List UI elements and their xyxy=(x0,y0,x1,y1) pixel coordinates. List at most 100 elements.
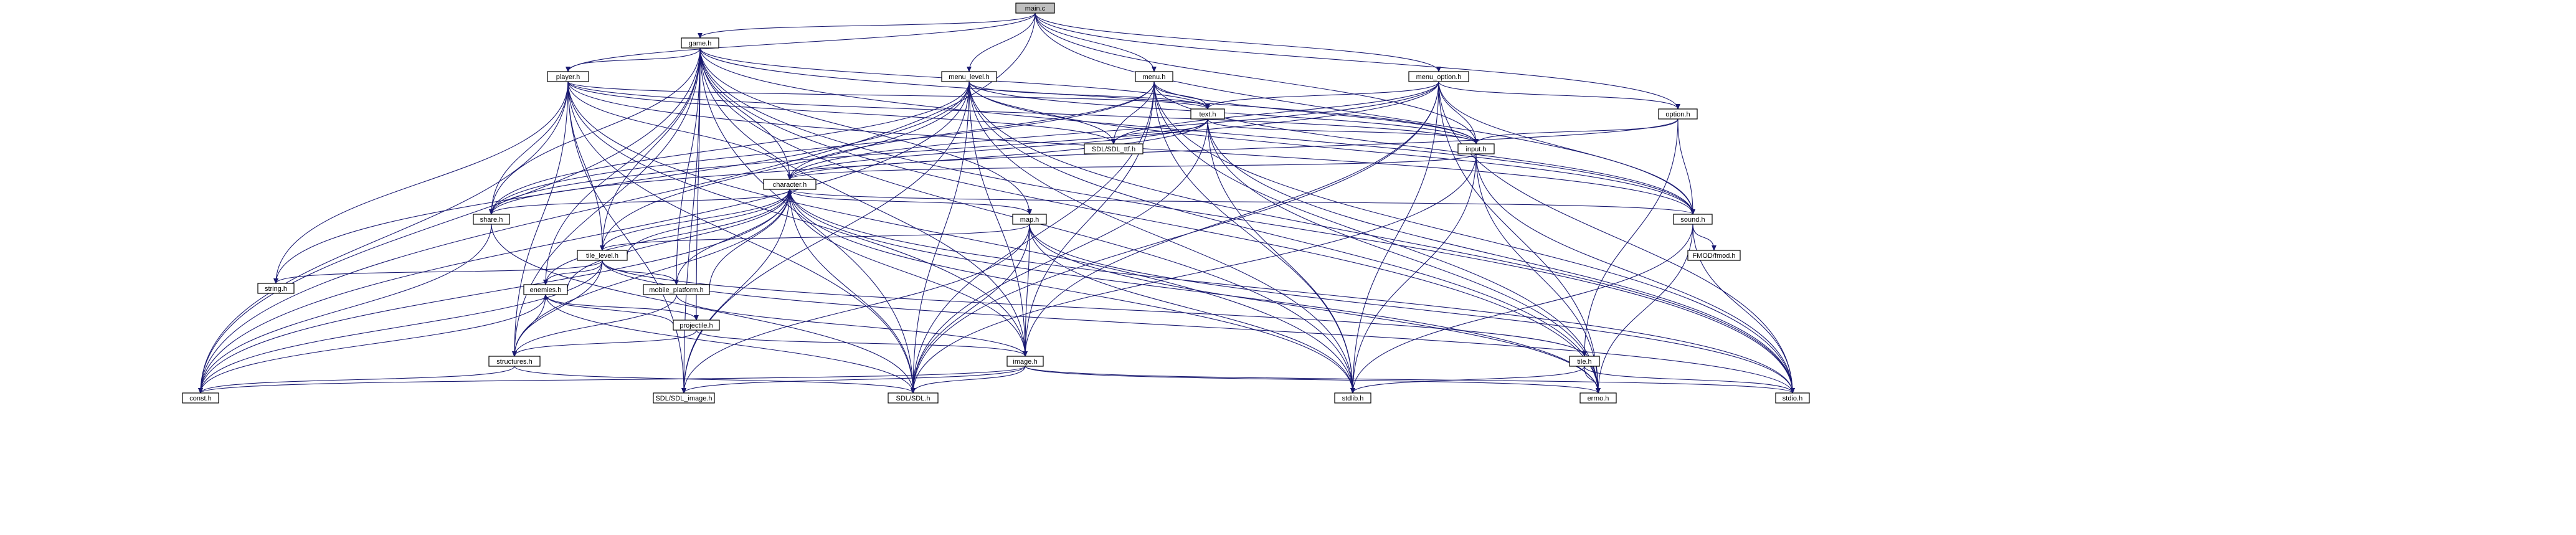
arrowhead-main_c-to-menu_level_h xyxy=(967,67,972,73)
edge-tile_level_h-to-tile_h xyxy=(602,260,1585,357)
edge-menu_level_h-to-tile_level_h xyxy=(602,81,970,251)
edge-text_h-to-share_h xyxy=(491,118,1208,215)
node-tile-h[interactable]: tile.h xyxy=(1569,356,1600,367)
edge-sound_h-to-fmod_h xyxy=(1692,224,1715,251)
arrowhead-sound_h-to-fmod_h xyxy=(1712,245,1717,252)
edge-main_c-to-sound_h xyxy=(1035,12,1693,215)
edge-text_h-to-sdl_h xyxy=(912,118,1208,394)
node-sound-h[interactable]: sound.h xyxy=(1673,214,1713,225)
edge-character_h-to-share_h xyxy=(491,189,790,215)
edge-menu_level_h-to-sdl_h xyxy=(912,81,970,394)
node-stdlib-h[interactable]: stdlib.h xyxy=(1334,392,1371,404)
node-menu-option-h[interactable]: menu_option.h xyxy=(1408,71,1469,82)
edge-character_h-to-const_h xyxy=(200,189,790,394)
edge-player_h-to-sdl_h xyxy=(567,81,914,394)
node-share-h[interactable]: share.h xyxy=(473,214,510,225)
arrowhead-map_h-to-tile_level_h xyxy=(600,245,605,252)
node-structures-h[interactable]: structures.h xyxy=(488,356,541,367)
node-label: SDL/SDL.h xyxy=(896,395,930,402)
edge-player_h-to-stdlib_h xyxy=(567,81,1353,394)
edge-tile_h-to-stdlib_h xyxy=(1352,366,1585,394)
node-label: enemies.h xyxy=(530,286,562,294)
edge-menu_h-to-errno_h xyxy=(1153,81,1599,394)
node-sdl-h[interactable]: SDL/SDL.h xyxy=(888,392,939,404)
nodes-layer: main.c game.h player.h menu_level.h menu… xyxy=(182,2,1810,404)
edge-menu_h-to-character_h xyxy=(789,81,1155,180)
node-string-h[interactable]: string.h xyxy=(257,283,295,294)
edge-menu_option_h-to-text_h xyxy=(1207,81,1439,110)
node-player-h[interactable]: player.h xyxy=(547,71,589,82)
arrowhead-projectile_h-to-enemies_h xyxy=(543,293,548,300)
edge-menu_option_h-to-image_h xyxy=(1025,81,1439,357)
edge-enemies_h-to-const_h xyxy=(200,294,546,394)
arrowhead-game_h-to-player_h xyxy=(566,67,571,73)
edge-main_c-to-const_h xyxy=(200,12,1036,394)
edge-game_h-to-share_h xyxy=(491,47,701,215)
node-label: tile_level.h xyxy=(586,252,618,260)
arrowhead-image_h-to-const_h xyxy=(198,388,203,394)
node-mobile-platform-h[interactable]: mobile_platform.h xyxy=(643,284,710,295)
node-label: text.h xyxy=(1200,111,1216,118)
edge-character_h-to-stdlib_h xyxy=(789,189,1353,394)
edge-player_h-to-string_h xyxy=(275,81,569,284)
edge-menu_level_h-to-string_h xyxy=(275,81,970,284)
edge-share_h-to-const_h xyxy=(200,224,492,394)
node-map-h[interactable]: map.h xyxy=(1012,214,1047,225)
node-image-h[interactable]: image.h xyxy=(1006,356,1044,367)
edge-menu_level_h-to-errno_h xyxy=(968,81,1599,394)
node-character-h[interactable]: character.h xyxy=(763,179,817,190)
edge-image_h-to-sdl_h xyxy=(912,366,1026,394)
edge-menu_h-to-sound_h xyxy=(1153,81,1693,215)
node-sdl-ttf-h[interactable]: SDL/SDL_ttf.h xyxy=(1084,143,1144,154)
edge-map_h-to-image_h xyxy=(1025,224,1030,357)
edge-player_h-to-input_h xyxy=(567,81,1477,144)
edges-layer xyxy=(198,12,1795,394)
node-label: stdlib.h xyxy=(1342,395,1364,402)
edge-menu_h-to-sdl_h xyxy=(912,81,1155,394)
node-errno-h[interactable]: errno.h xyxy=(1579,392,1617,404)
node-main-c[interactable]: main.c xyxy=(1015,2,1055,14)
edge-game_h-to-projectile_h xyxy=(696,47,701,321)
edge-player_h-to-image_h xyxy=(567,81,1026,357)
node-game-h[interactable]: game.h xyxy=(681,37,719,49)
edge-character_h-to-sdl_image_h xyxy=(683,189,790,394)
node-label: mobile_platform.h xyxy=(649,286,703,294)
edge-sound_h-to-stdlib_h xyxy=(1352,224,1693,394)
node-label: const.h xyxy=(189,395,211,402)
edge-menu_option_h-to-stdio_h xyxy=(1438,81,1793,394)
node-label: string.h xyxy=(265,285,287,293)
node-input-h[interactable]: input.h xyxy=(1457,143,1495,154)
edge-menu_option_h-to-stdlib_h xyxy=(1352,81,1439,394)
node-enemies-h[interactable]: enemies.h xyxy=(523,284,568,295)
arrowhead-tile_h-to-errno_h xyxy=(1596,388,1601,394)
edge-projectile_h-to-image_h xyxy=(696,329,1026,357)
node-tile-level-h[interactable]: tile_level.h xyxy=(577,250,628,261)
edge-mobile_platform_h-to-image_h xyxy=(676,294,1026,357)
edge-image_h-to-sdl_image_h xyxy=(683,366,1026,394)
node-text-h[interactable]: text.h xyxy=(1190,108,1225,120)
edge-mobile_platform_h-to-character_h xyxy=(709,189,790,290)
node-stdio-h[interactable]: stdio.h xyxy=(1775,392,1810,404)
arrowhead-enemies_h-to-projectile_h xyxy=(694,315,699,321)
edge-image_h-to-stdio_h xyxy=(1025,366,1793,394)
edge-map_h-to-stdlib_h xyxy=(1029,224,1353,394)
node-const-h[interactable]: const.h xyxy=(182,392,219,404)
edge-player_h-to-text_h xyxy=(567,81,1208,110)
node-option-h[interactable]: option.h xyxy=(1658,108,1698,120)
edge-character_h-to-image_h xyxy=(789,189,1026,357)
arrowhead-main_c-to-game_h xyxy=(698,33,703,39)
node-sdl-image-h[interactable]: SDL/SDL_image.h xyxy=(653,392,715,404)
node-fmod-h[interactable]: FMOD/fmod.h xyxy=(1687,250,1741,261)
node-projectile-h[interactable]: projectile.h xyxy=(673,320,720,331)
edge-menu_option_h-to-input_h xyxy=(1438,81,1477,144)
node-label: errno.h xyxy=(1588,395,1609,402)
edge-game_h-to-stdio_h xyxy=(699,47,1793,394)
edge-option_h-to-character_h xyxy=(789,118,1679,180)
edge-game_h-to-mobile_platform_h xyxy=(676,47,701,285)
edge-option_h-to-sound_h xyxy=(1677,118,1693,215)
edge-structures_h-to-const_h xyxy=(200,366,515,394)
edge-tile_level_h-to-string_h xyxy=(275,260,603,284)
node-menu-h[interactable]: menu.h xyxy=(1135,71,1173,82)
node-menu-level-h[interactable]: menu_level.h xyxy=(941,71,997,82)
node-label: menu_option.h xyxy=(1416,73,1462,81)
